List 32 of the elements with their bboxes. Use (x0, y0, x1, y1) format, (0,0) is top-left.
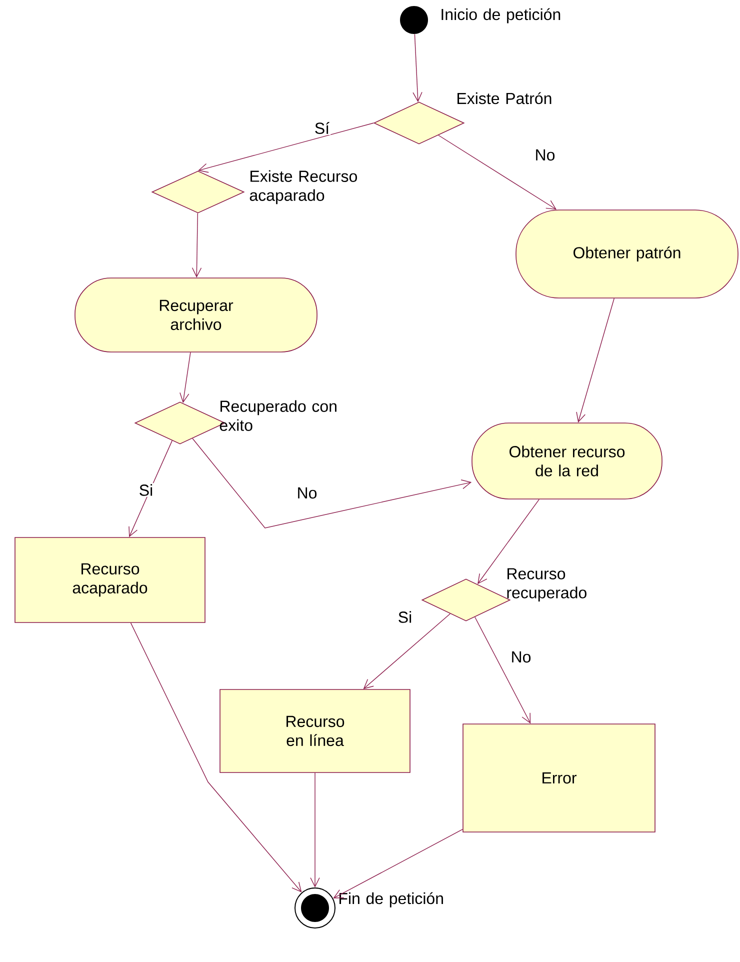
edge-label: Si (138, 483, 154, 497)
arrow (438, 134, 557, 210)
arrow (310, 772, 320, 888)
activity-box: Recuperar archivo (74, 278, 318, 352)
arrow (363, 613, 450, 690)
arrow (474, 616, 531, 724)
arrow (192, 438, 472, 528)
arrow (478, 499, 540, 584)
activity-box: Obtener patrón (516, 210, 738, 298)
arrow (192, 212, 202, 278)
node-caption: Recuperado con exito (220, 400, 336, 431)
node-caption: Inicio de petición (442, 8, 560, 24)
edge-label: Sí (313, 121, 331, 135)
node-caption: Existe Patrón (458, 92, 552, 104)
edge-label: No (510, 650, 532, 664)
arrow (128, 440, 172, 538)
arrow (130, 622, 302, 892)
node-caption: Fin de petición (340, 892, 443, 908)
state-box: Error (462, 724, 656, 832)
activity-box: Obtener recurso de la red (472, 422, 662, 500)
arrow (576, 298, 614, 423)
arrow (333, 829, 463, 898)
arrow (198, 122, 374, 173)
state-box: Recurso en línea (220, 689, 410, 773)
arrow (412, 34, 422, 102)
node-caption: Existe Recurso acaparado (250, 170, 357, 204)
edge-label: No (296, 486, 318, 500)
node-caption: Recurso recuperado (507, 568, 586, 602)
arrow (180, 352, 191, 403)
edge-label: No (534, 148, 556, 162)
edge-label: Si (396, 610, 414, 624)
state-box: Recurso acaparado (14, 537, 206, 623)
